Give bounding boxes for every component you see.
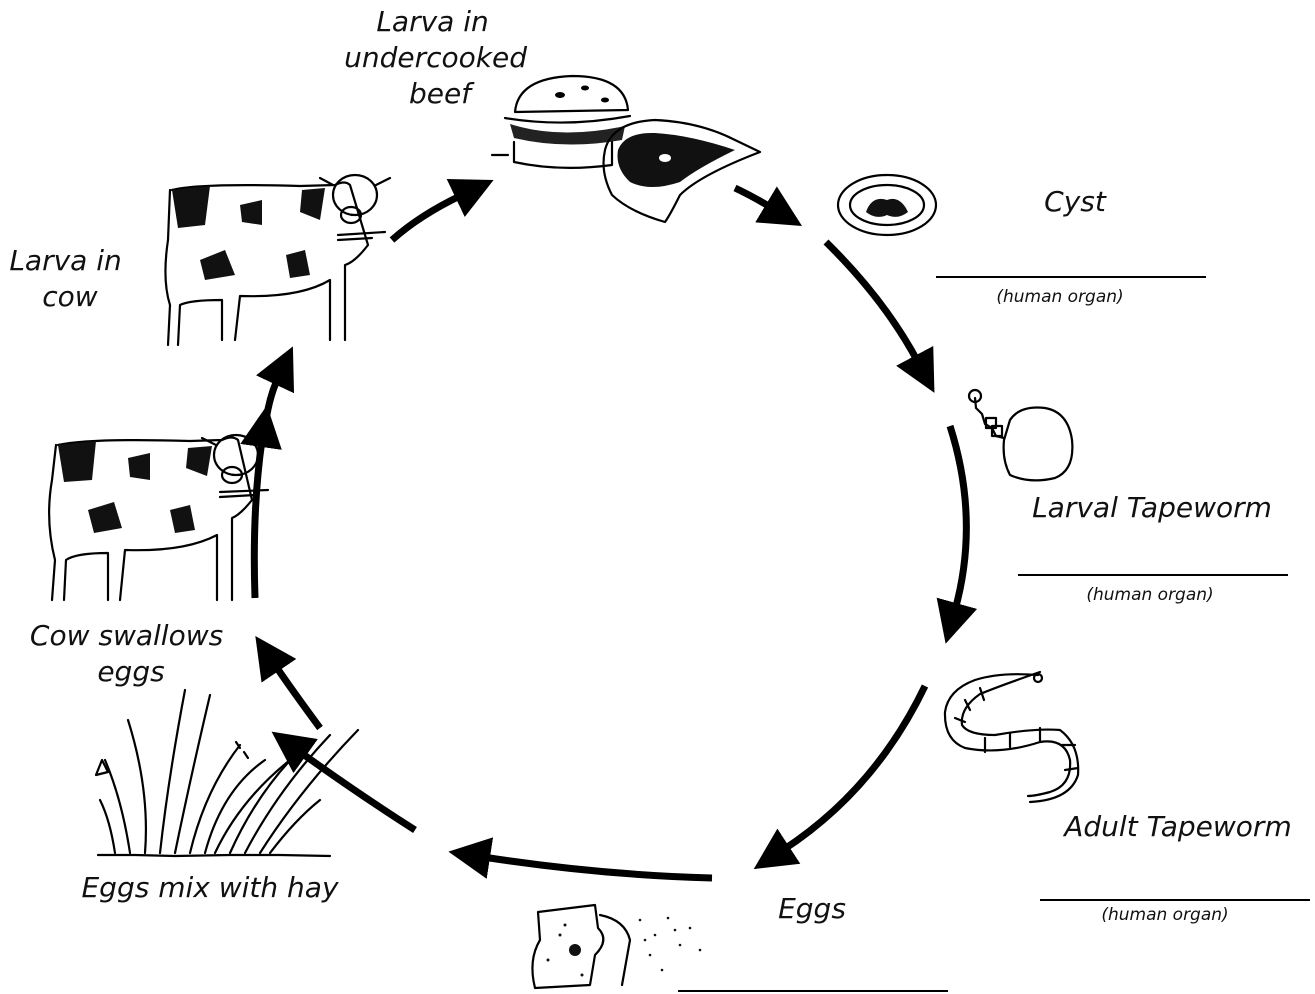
arrow-hay-to-cow-2 [275, 665, 320, 728]
arrow-eggs-to-hay [483, 857, 712, 878]
arrow-cow-to-beef [392, 195, 462, 240]
label-larva-cow: Larva in cow [9, 244, 130, 313]
cow-icon [49, 435, 271, 600]
arrow-cow-up [266, 378, 278, 420]
burger-icon [492, 76, 630, 168]
larval-tapeworm-icon [969, 390, 1072, 480]
label-cow-swallows: Cow swallows eggs [30, 619, 232, 688]
hay-icon [96, 690, 358, 856]
label-adult-tapeworm: Adult Tapeworm [1062, 810, 1291, 843]
steak-icon [604, 120, 760, 222]
label-hay: Eggs mix with hay [81, 871, 338, 904]
cow-icon [165, 175, 390, 345]
hint-adult: (human organ) [1101, 905, 1228, 925]
arrow-adult-to-eggs [783, 686, 925, 850]
cycle-arrows [254, 188, 966, 878]
hint-larval: (human organ) [1086, 585, 1213, 605]
arrow-beef-to-cyst [735, 188, 772, 208]
eggs-icon [532, 905, 701, 988]
adult-tapeworm-icon [945, 672, 1078, 802]
hint-cyst: (human organ) [996, 287, 1123, 307]
label-larval-tapeworm: Larval Tapeworm [1032, 491, 1272, 524]
arrow-hay-to-cow [300, 752, 415, 830]
label-beef: Larva in undercooked beef [344, 5, 536, 110]
label-cyst: Cyst [1044, 185, 1107, 218]
cyst-icon [838, 175, 936, 235]
label-eggs: Eggs [778, 892, 846, 925]
arrow-larval-to-adult [950, 426, 966, 610]
arrow-cyst-to-larval [826, 242, 918, 362]
